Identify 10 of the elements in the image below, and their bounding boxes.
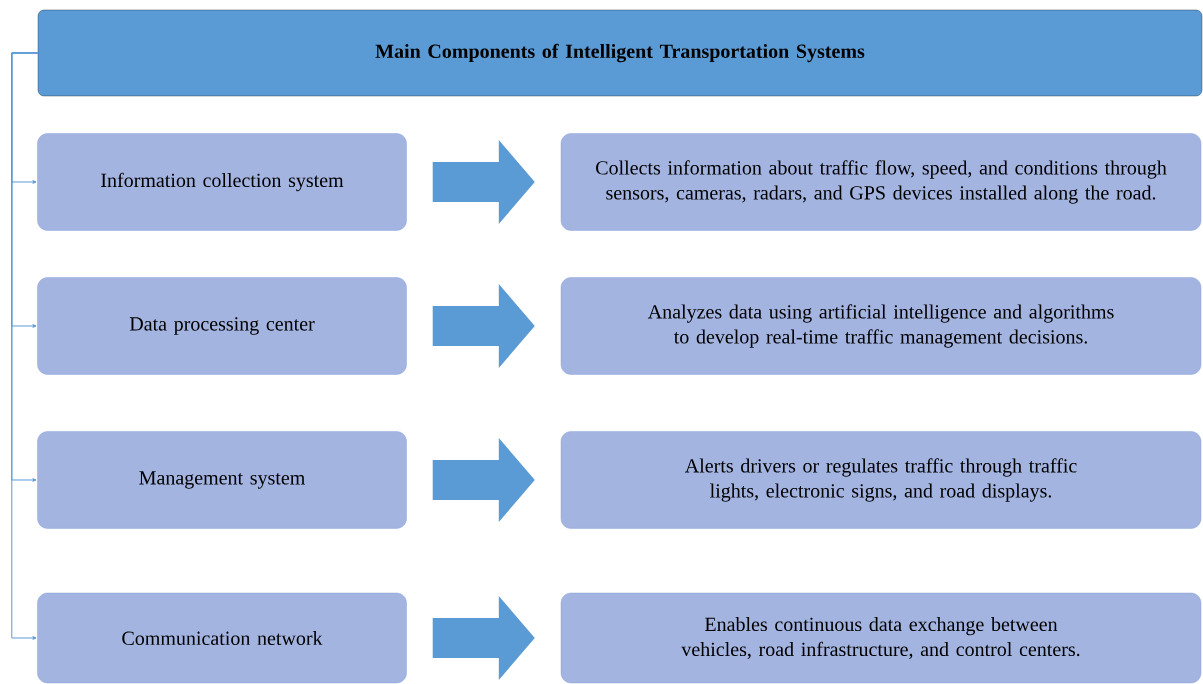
description-box: Alerts drivers or regulates traffic through traffic lights, electronic signs, and road displays. <box>560 431 1202 529</box>
component-box: Communication network <box>37 592 407 684</box>
component-box: Information collection system <box>37 133 407 231</box>
connector-arrow <box>11 52 39 640</box>
component-box: Data processing center <box>37 277 407 375</box>
title-box: Main Components of Intelligent Transportation Systems <box>37 9 1203 97</box>
description-box: Enables continuous data exchange between vehicles, road infrastructure, and control centers. <box>560 592 1202 684</box>
description-box: Analyzes data using artificial intelligence and algorithms to develop real-time traffic management decisions. <box>560 277 1202 375</box>
component-box: Management system <box>37 431 407 529</box>
description-box: Collects information about traffic flow, speed, and conditions through sensors, cameras, radars, and GPS devices installed along the road. <box>560 133 1202 231</box>
